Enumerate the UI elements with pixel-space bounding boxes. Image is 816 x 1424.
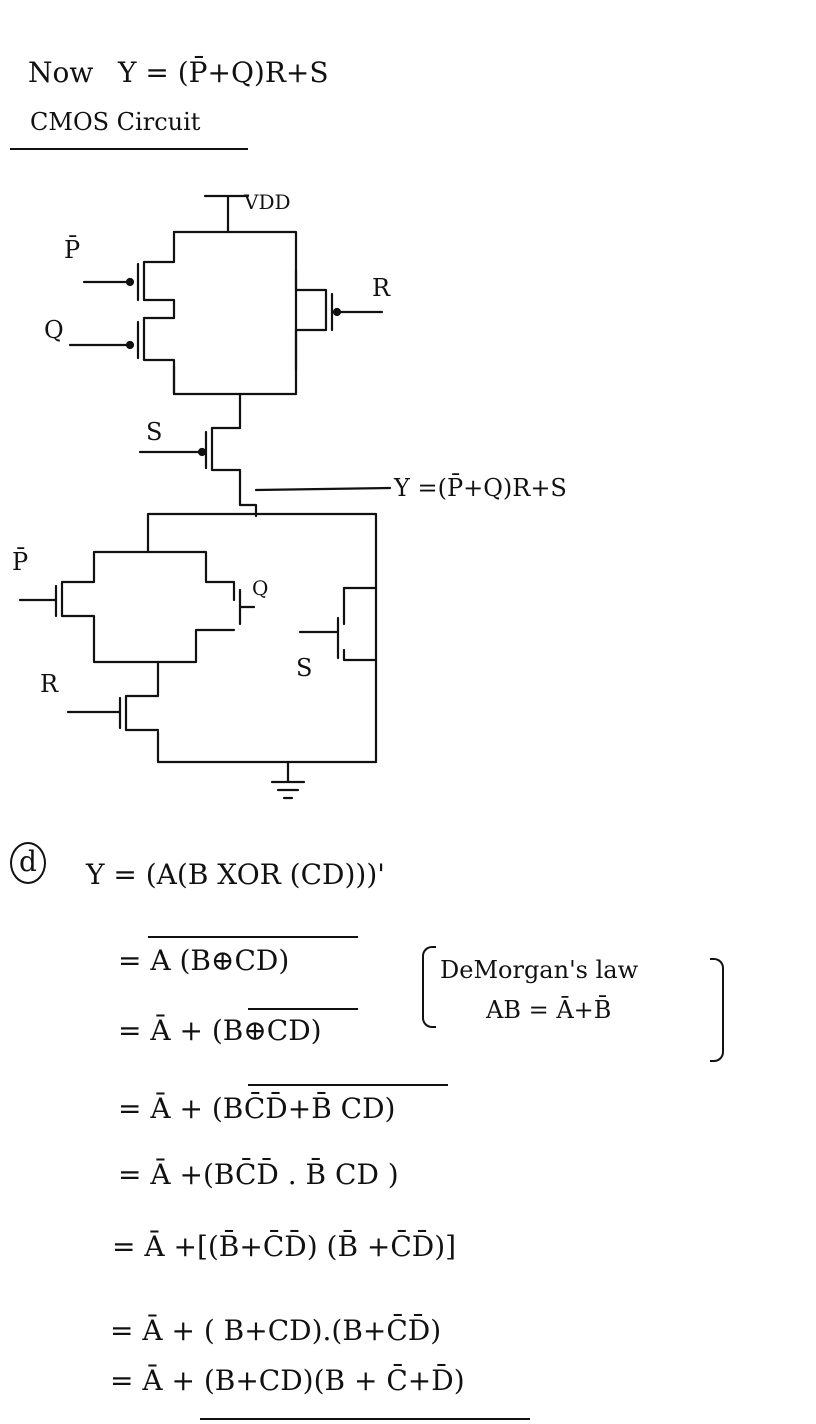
nmos-p-q-block [18,550,256,664]
step-3: = Ā + (BC̄D̄+B̄ CD) [118,1092,396,1125]
step-1: = A (B⊕CD) [118,944,290,977]
pmos-q-bubble [125,340,135,350]
pulldown-network-frame [146,512,378,764]
question-expression: Y = (A(B XOR (CD)))' [86,858,385,891]
demorgan-title: DeMorgan's law [440,956,639,984]
step-3-overline [248,1084,448,1086]
output-label: Y =(P̄+Q)R+S [394,474,567,502]
nmos-s [298,586,378,662]
step-2-overline [248,1008,358,1010]
cmos-circuit-diagram [18,194,392,800]
vdd-rail [203,194,250,234]
nmos-label-s: S [296,654,313,682]
demorgan-rule: AB = Ā+B̄ [486,996,612,1024]
expression-heading: Y = (P̄+Q)R+S [118,56,329,89]
nmos-r [66,660,160,732]
pmos-q [68,316,176,396]
nmos-label-p-bar: P̄ [12,548,29,576]
pmos-s [138,392,258,518]
now-label: Now [28,56,94,89]
nmos-label-q: Q [252,576,269,600]
nmos-label-r: R [40,670,59,698]
step-2: = Ā + (B⊕CD) [118,1014,322,1047]
question-number: d [10,842,46,884]
pmos-label-s: S [146,418,163,446]
step-4: = Ā +(BC̄D̄ . B̄ CD ) [118,1158,399,1191]
pmos-p-bubble [125,277,135,287]
question-number-label: d [19,845,37,878]
vdd-label: VDD [244,190,291,214]
demorgan-bracket-left [422,946,436,1028]
step-5: = Ā +[(B̄+C̄D̄) (B̄ +C̄D̄)] [112,1230,457,1263]
pmos-s-bubble [197,447,207,457]
pmos-r-bubble [332,307,342,317]
title-underline [10,148,248,150]
step-6: = Ā + ( B+CD).(B+C̄D̄) [110,1314,442,1347]
step-7: = Ā + (B+CD)(B + C̄+D̄) [110,1364,465,1397]
ground-symbol [270,760,306,800]
pullup-network-frame [172,230,298,396]
circuit-title: CMOS Circuit [30,108,201,136]
step-1-overline [148,936,358,938]
pmos-p-bar [82,230,176,320]
pmos-label-p-bar: P̄ [64,236,81,264]
pmos-label-q: Q [44,316,64,344]
page-bottom-line [200,1418,530,1420]
demorgan-bracket-right [710,958,724,1062]
pmos-r [294,268,384,372]
output-wire [254,486,392,492]
pmos-label-r: R [372,274,391,302]
